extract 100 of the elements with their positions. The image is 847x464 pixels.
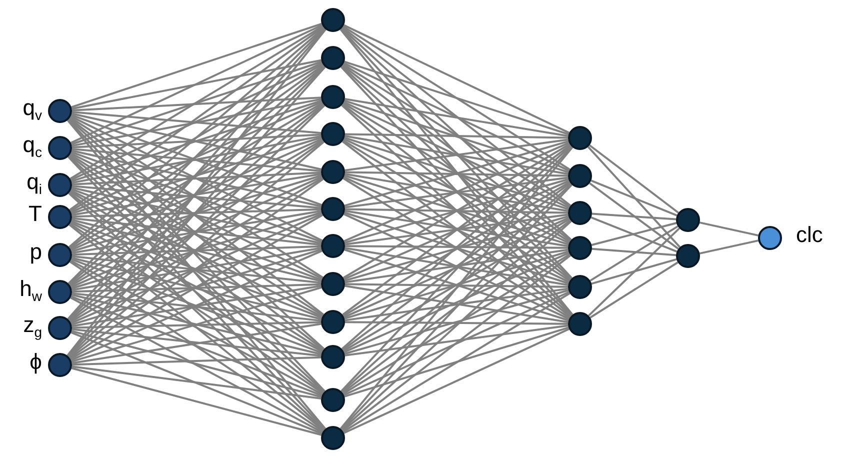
- connection-line: [71, 367, 322, 436]
- connection-line: [69, 222, 324, 394]
- connection-line: [72, 59, 322, 110]
- input-neuron: [48, 316, 72, 340]
- connection-line: [343, 101, 570, 209]
- connection-line: [345, 245, 568, 249]
- connection-line: [72, 172, 322, 216]
- connection-line: [71, 218, 322, 282]
- connection-line: [72, 134, 322, 148]
- connection-line: [342, 292, 570, 433]
- hidden-neuron: [321, 122, 345, 146]
- connection-line: [70, 295, 322, 397]
- connection-line: [591, 258, 677, 285]
- hidden-neuron: [321, 160, 345, 184]
- connection-line: [72, 148, 322, 172]
- connection-line: [70, 332, 322, 434]
- connection-line: [69, 260, 324, 432]
- connection-line: [342, 182, 571, 351]
- input-label: z$_{g}$: [23, 312, 42, 342]
- connection-line: [72, 247, 322, 291]
- connection-line: [72, 150, 322, 208]
- connection-line: [592, 248, 676, 256]
- connection-line: [344, 289, 569, 355]
- connection-line: [344, 324, 568, 356]
- connection-line: [70, 151, 322, 243]
- hidden-neuron: [568, 164, 592, 188]
- connection-line: [588, 228, 680, 316]
- input-neuron: [48, 136, 72, 160]
- hidden-neuron: [321, 234, 345, 258]
- hidden-neuron: [321, 85, 345, 109]
- connection-line: [344, 208, 568, 214]
- connection-line: [341, 65, 572, 280]
- connection-line: [342, 254, 572, 432]
- connection-line: [591, 222, 677, 246]
- hidden-neuron: [321, 8, 345, 32]
- connection-line: [344, 60, 569, 136]
- connection-line: [70, 260, 323, 396]
- connection-line: [341, 183, 572, 393]
- input-label: p: [30, 239, 42, 265]
- connection-line: [71, 60, 322, 146]
- input-neuron: [48, 280, 72, 304]
- connection-line: [590, 216, 678, 252]
- connection-line: [590, 262, 678, 318]
- connection-line: [72, 322, 322, 364]
- connection-line: [71, 136, 322, 214]
- connection-line: [344, 100, 569, 174]
- hidden-neuron: [568, 236, 592, 260]
- connection-line: [72, 208, 322, 218]
- hidden-neuron: [568, 126, 592, 150]
- input-label: ϕ: [30, 349, 42, 375]
- connection-line: [72, 356, 322, 366]
- connection-line: [69, 64, 324, 249]
- connection-line: [700, 240, 758, 254]
- input-label: q$_{v}$: [22, 95, 42, 125]
- connection-line: [590, 180, 678, 216]
- input-neuron: [48, 243, 72, 267]
- connection-line: [72, 328, 322, 357]
- connection-line: [341, 104, 572, 317]
- output-neuron: [758, 226, 782, 250]
- input-neuron: [48, 99, 72, 123]
- connection-line: [72, 186, 322, 244]
- connection-line: [341, 27, 572, 241]
- connection-line: [344, 283, 568, 288]
- connection-line: [342, 102, 570, 243]
- connection-line: [72, 255, 322, 284]
- connection-line: [72, 366, 322, 400]
- hidden-neuron: [568, 275, 592, 299]
- connection-line: [71, 212, 322, 290]
- connection-line: [72, 172, 322, 186]
- input-label: h$_{w}$: [20, 276, 42, 306]
- connection-line: [71, 256, 322, 320]
- input-label: q$_{c}$: [22, 132, 42, 162]
- connection-line: [72, 321, 322, 329]
- connection-line: [342, 26, 570, 170]
- connection-line: [72, 283, 322, 293]
- connection-line: [71, 100, 322, 182]
- connection-line: [343, 24, 570, 134]
- connection-line: [342, 26, 572, 206]
- input-label: T: [28, 201, 42, 227]
- connection-line: [70, 25, 324, 180]
- hidden-neuron: [321, 197, 345, 221]
- connection-line: [341, 220, 572, 431]
- connection-line: [70, 114, 322, 206]
- connection-line: [345, 321, 568, 325]
- connection-line: [587, 146, 681, 248]
- input-neuron: [48, 173, 72, 197]
- connection-line: [342, 218, 570, 352]
- connection-line: [72, 98, 322, 147]
- connection-line: [71, 330, 322, 398]
- connection-line: [69, 26, 324, 211]
- connection-line: [344, 98, 568, 138]
- connection-line: [590, 225, 678, 282]
- connection-line: [72, 96, 322, 112]
- connection-line: [72, 112, 322, 170]
- hidden-neuron: [568, 312, 592, 336]
- hidden-neuron: [676, 244, 700, 268]
- hidden-neuron: [321, 388, 345, 412]
- connection-line: [71, 294, 322, 356]
- hidden-neuron: [321, 272, 345, 296]
- connection-line: [71, 174, 322, 252]
